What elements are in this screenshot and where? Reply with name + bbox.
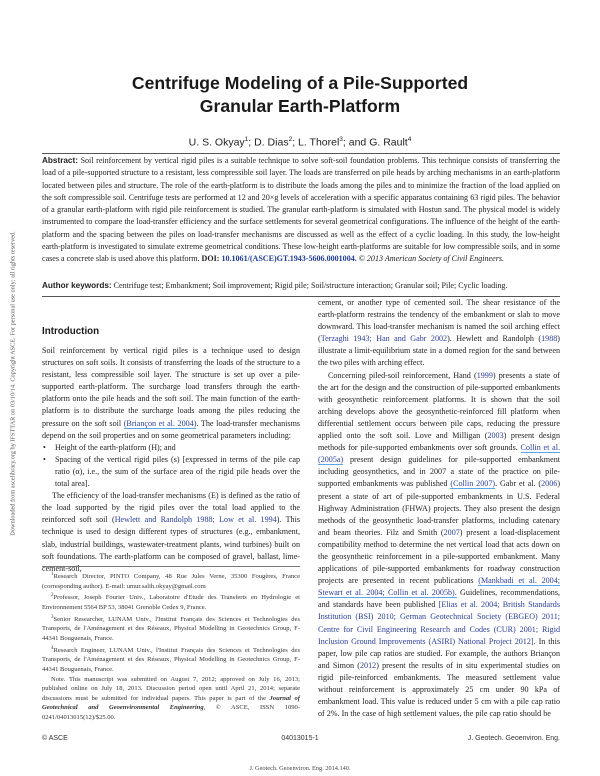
manuscript-note: Note. This manuscript was submitted on A… [42, 675, 300, 721]
citation-link[interactable]: [Elias et al. 2004; British Standards In… [318, 600, 560, 646]
author-list: U. S. Okyay1; D. Dias2; L. Thorel3; and … [188, 136, 412, 149]
abstract-bottom-rule [42, 296, 560, 297]
paragraph: cement, or another type of cemented soil… [318, 298, 560, 368]
footer-journal: J. Geotech. Geoenviron. Eng. [467, 735, 560, 742]
left-column: Soil reinforcement by vertical rigid pil… [42, 345, 300, 575]
paragraph: The efficiency of the load-transfer mech… [42, 491, 300, 573]
footer-publisher: © ASCE [42, 735, 68, 742]
citation-link[interactable]: 1988 [541, 334, 558, 344]
download-notice: Downloaded from ascelibrary.org by IFSTT… [9, 231, 17, 536]
citation-link[interactable]: (Collin 2007) [450, 479, 496, 490]
citation-footer: J. Geotech. Geoenviron. Eng. 2014.140. [249, 765, 351, 772]
paper-title: Centrifuge Modeling of a Pile-Supported … [131, 73, 469, 116]
citation-link[interactable]: 1999 [476, 370, 493, 380]
footnote-rule [42, 566, 300, 567]
footnote: 1Research Director, PINTO Company, 48 Ru… [42, 572, 300, 590]
author: L. Thorel [298, 136, 340, 149]
author: G. Rault [369, 136, 408, 149]
author: U. S. Okyay [188, 136, 245, 149]
footnote: 3Senior Researcher, LUNAM Univ., l'Insti… [42, 614, 300, 643]
footnotes: 1Research Director, PINTO Company, 48 Ru… [42, 570, 300, 723]
list-item: Spacing of the vertical rigid piles (s) … [42, 454, 300, 490]
citation-link[interactable]: (Mankbadi et al. 2004; Stewart et al. 20… [318, 576, 561, 599]
paragraph: Concerning piled-soil reinforcement, Han… [318, 370, 561, 719]
citation-link[interactable]: 2006 [541, 479, 558, 489]
footer-page-number: 04013015-1 [281, 735, 319, 742]
citation-link[interactable]: 2003 [487, 431, 504, 441]
abstract-top-rule [42, 153, 560, 154]
bullet-list: Height of the earth-platform (H); and Sp… [42, 442, 300, 490]
citation-link[interactable]: Collin et al. (2005a) [318, 443, 560, 466]
citation-link[interactable]: Hewlett and Randolph 1988; Low et al. 19… [114, 515, 277, 525]
citation-link[interactable]: 2007 [443, 527, 460, 537]
footnote: 2Professor, Joseph Fourier Univ., Labora… [42, 593, 300, 612]
citation-link[interactable]: Terzaghi 1943; Han and Gabr 2002 [320, 334, 448, 344]
author-keywords: Author keywords: Centrifuge test; Embank… [42, 281, 508, 290]
paragraph: Soil reinforcement by vertical rigid pil… [42, 346, 301, 440]
citation-link[interactable]: 2012 [360, 660, 377, 670]
right-column: cement, or another type of cemented soil… [318, 297, 561, 720]
footnote: 4Research Engineer, LUNAM Univ., l'Insti… [42, 645, 300, 674]
citation-link[interactable]: (Briançon et al. 2004) [123, 418, 197, 429]
author: D. Dias [254, 136, 289, 149]
doi-link[interactable]: 10.1061/(ASCE)GT.1943-5606.0001004. [221, 254, 357, 264]
section-heading-introduction: Introduction [42, 326, 100, 337]
list-item: Height of the earth-platform (H); and [42, 442, 300, 454]
abstract: Abstract: Soil reinforcement by vertical… [42, 156, 560, 264]
